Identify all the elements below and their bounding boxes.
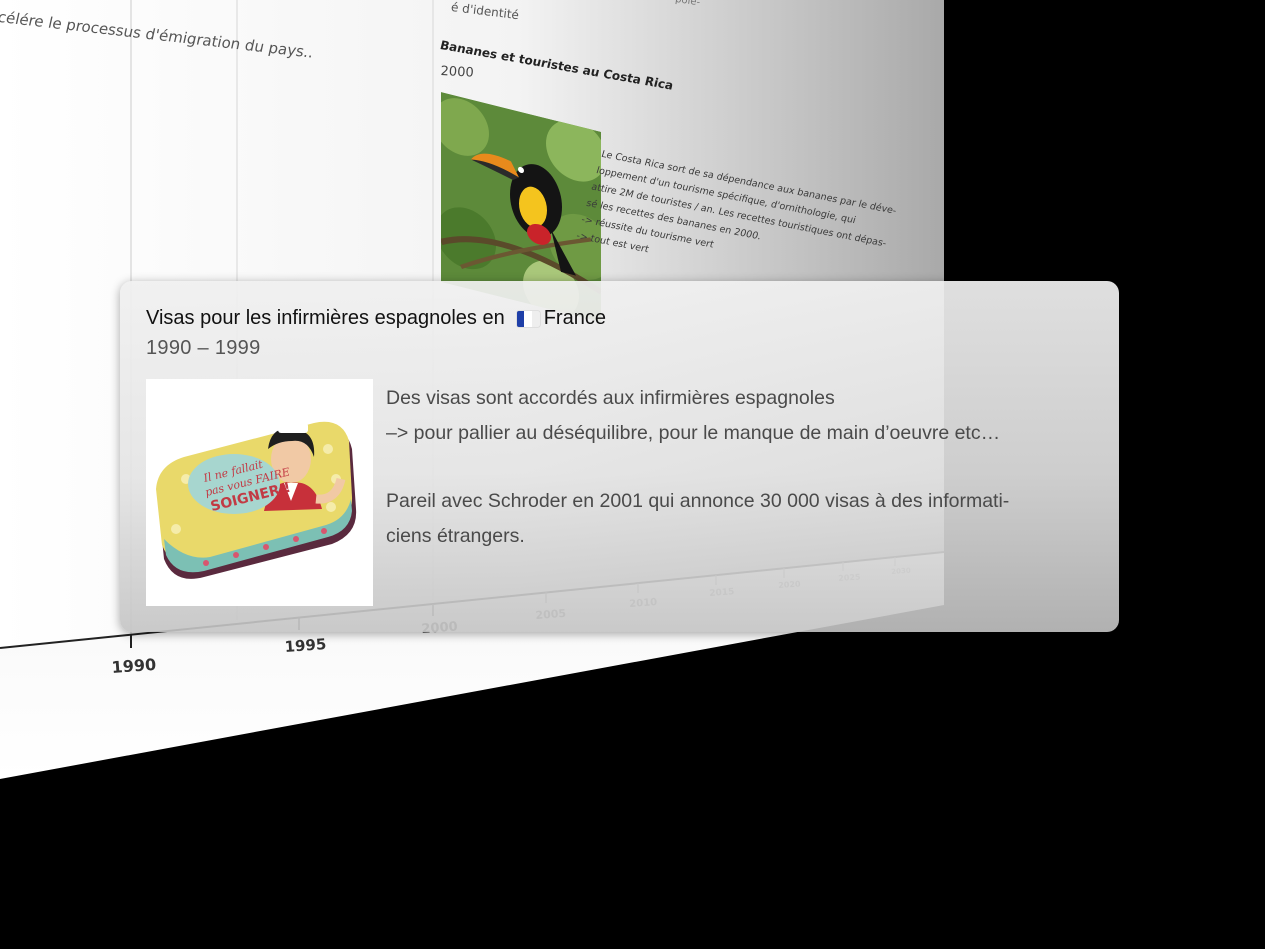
flag-stripe bbox=[516, 310, 525, 327]
popup-title-row: Visas pour les infirmières espagnoles en… bbox=[146, 307, 606, 330]
axis-year-label: 1995 bbox=[284, 635, 327, 656]
popup-body-line: Des visas sont accordés aux infirmières … bbox=[386, 387, 835, 409]
retro-tin-box-image[interactable]: Il ne fallait pas vous FAIRE SOIGNER ! bbox=[146, 379, 373, 606]
popup-title: Visas pour les infirmières espagnoles en bbox=[146, 307, 505, 329]
popup-body-line: Pareil avec Schroder en 2001 qui annonce… bbox=[386, 490, 1010, 512]
popup-period: 1990 – 1999 bbox=[146, 337, 261, 359]
popup-body-line: ciens étrangers. bbox=[386, 525, 525, 547]
toucan-photo[interactable] bbox=[441, 92, 601, 322]
background-event-year: 2000 bbox=[440, 64, 475, 81]
event-detail-popup[interactable]: Visas pour les infirmières espagnoles en… bbox=[120, 281, 1119, 632]
popup-body-spacer bbox=[386, 451, 1106, 484]
tin-box-illustration: Il ne fallait pas vous FAIRE SOIGNER ! bbox=[146, 379, 373, 606]
flag-stripe bbox=[524, 310, 533, 327]
popup-body: Des visas sont accordés aux infirmières … bbox=[386, 381, 1106, 554]
popup-body-line: –> pour pallier au déséquilibre, pour le… bbox=[386, 422, 1001, 444]
popup-country: France bbox=[543, 307, 606, 329]
toucan-icon bbox=[441, 92, 601, 322]
france-flag-icon bbox=[516, 310, 540, 327]
axis-year-label: 1990 bbox=[111, 654, 157, 677]
